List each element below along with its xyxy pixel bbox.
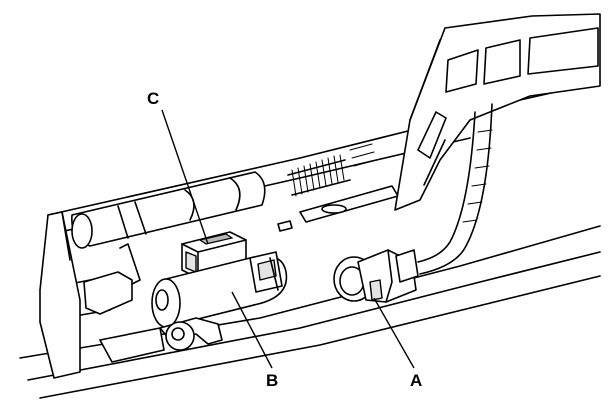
leader-lines [161, 109, 415, 369]
callout-label-b: B [266, 371, 278, 390]
callout-label-a: A [410, 371, 422, 390]
connector-b [83, 243, 288, 363]
connector-a [333, 249, 419, 303]
harness-cable [417, 103, 493, 275]
upright-panel [394, 13, 601, 211]
corrugated-section [287, 143, 377, 197]
tube-bundle [71, 143, 399, 249]
callout-label-c: C [147, 89, 159, 108]
leader-line-a [373, 297, 415, 369]
leader-line-b [231, 291, 273, 369]
leader-line-c [161, 109, 209, 245]
